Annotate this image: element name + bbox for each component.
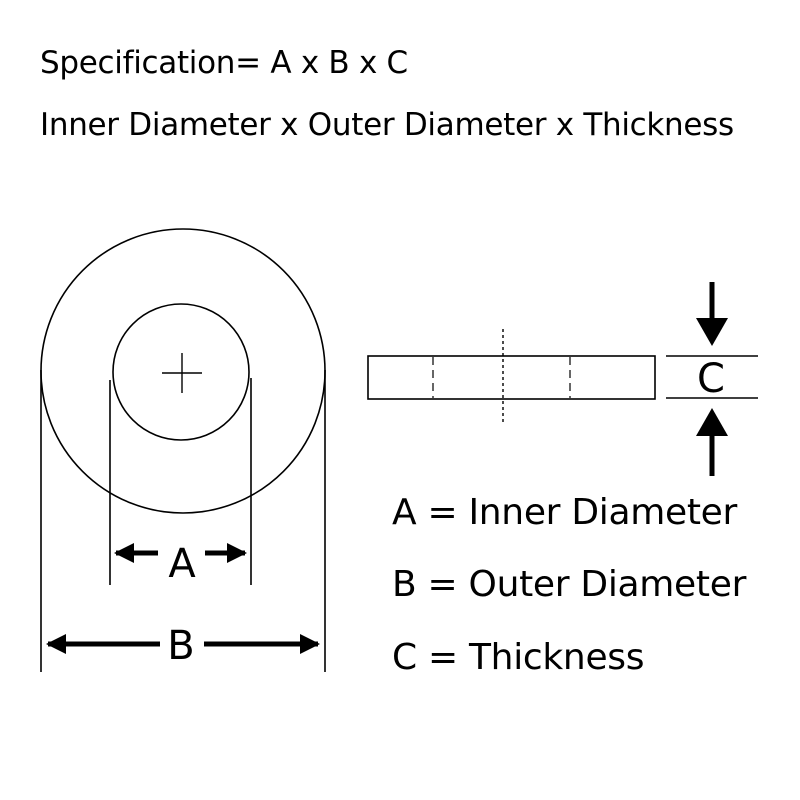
dimension-c: C (666, 282, 758, 476)
legend-inner-diameter: A = Inner Diameter (392, 492, 737, 533)
washer-top-view (40, 228, 326, 514)
specification-expansion: Inner Diameter x Outer Diameter x Thickn… (40, 107, 734, 143)
dimension-a: A (114, 541, 247, 587)
specification-formula: Specification= A x B x C (40, 45, 408, 81)
dimension-a-label: A (168, 541, 196, 587)
dimension-b-label: B (167, 623, 194, 669)
dimension-c-top-arrow (696, 282, 728, 346)
dimension-c-bottom-arrow (696, 408, 728, 476)
center-mark (162, 353, 202, 393)
dimension-c-label: C (697, 356, 725, 402)
legend-thickness: C = Thickness (392, 637, 645, 678)
legend-outer-diameter: B = Outer Diameter (392, 564, 747, 605)
side-view-outline (367, 355, 656, 400)
extension-lines (40, 370, 326, 672)
washer-side-view (367, 329, 656, 424)
outer-circle (40, 228, 326, 514)
dimension-b: B (46, 623, 320, 669)
inner-circle (112, 303, 250, 441)
